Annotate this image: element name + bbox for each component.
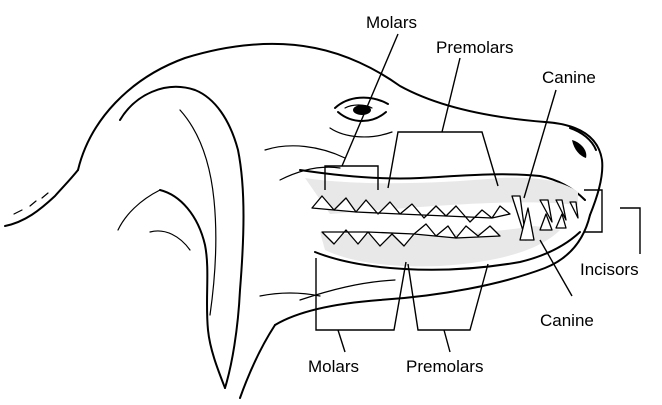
label-lower-molars: Molars — [308, 357, 359, 376]
label-lower-premolars: Premolars — [406, 357, 483, 376]
upper-premolars-leader — [442, 58, 460, 132]
lower-premolars-leader — [444, 330, 450, 352]
label-upper-premolars: Premolars — [436, 38, 513, 57]
label-upper-canine: Canine — [542, 68, 596, 87]
label-upper-molars: Molars — [366, 13, 417, 32]
label-incisors: Incisors — [580, 260, 639, 279]
dog-head-illustration — [5, 44, 602, 398]
lower-molars-leader — [338, 330, 345, 352]
label-lower-canine: Canine — [540, 311, 594, 330]
incisors-leader — [620, 208, 640, 254]
